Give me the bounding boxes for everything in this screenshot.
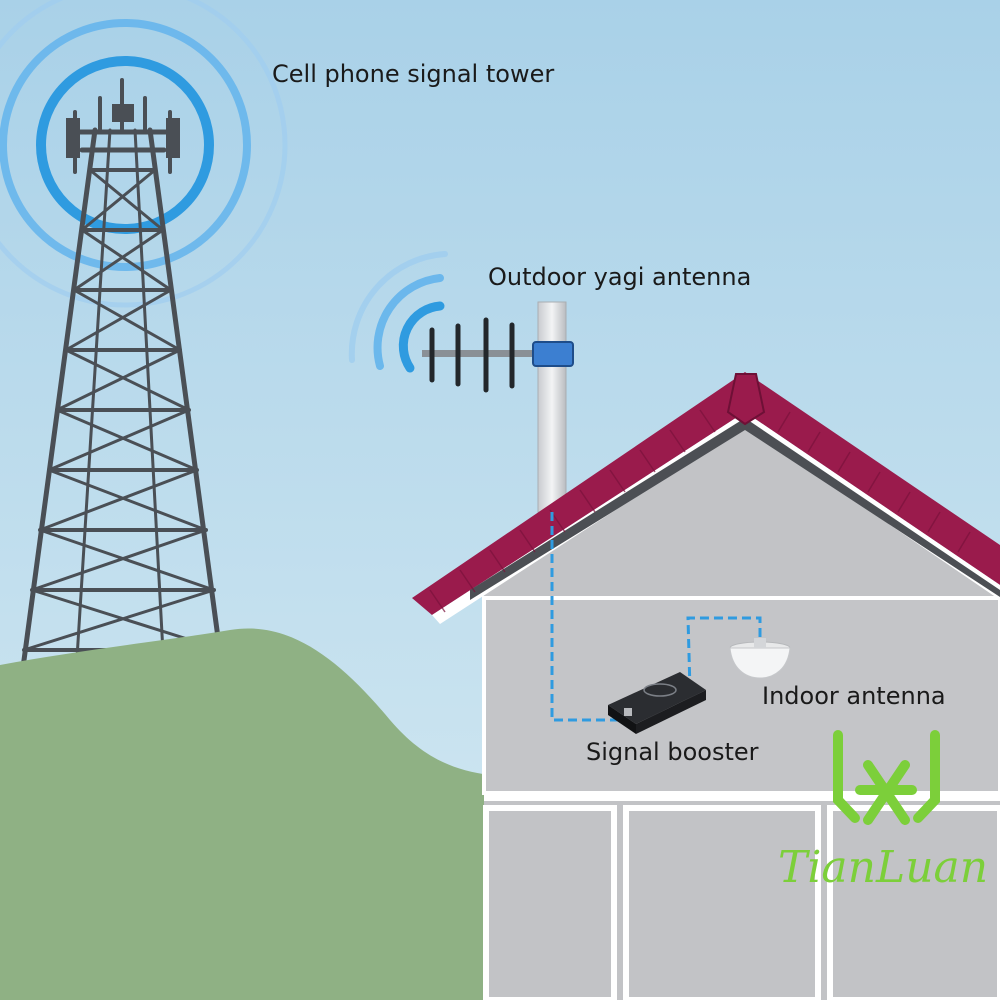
tower-icon <box>17 78 228 693</box>
house-roof <box>412 372 1000 624</box>
indoor-antenna-icon <box>729 638 791 679</box>
brand-logo-icon <box>833 730 940 825</box>
tower-label: Cell phone signal tower <box>272 60 555 88</box>
green-hill <box>0 628 490 1000</box>
yagi-signal-wave-icon <box>348 251 448 373</box>
coax-cable <box>550 512 762 722</box>
brand-name: TianLuan <box>778 842 989 893</box>
house <box>482 415 1000 1000</box>
signal-booster-label: Signal booster <box>586 738 759 766</box>
yagi-antenna-label: Outdoor yagi antenna <box>488 263 752 291</box>
yagi-antenna-icon <box>422 317 574 393</box>
signal-booster-icon <box>608 672 706 734</box>
antenna-pole <box>537 301 567 513</box>
indoor-antenna-label: Indoor antenna <box>762 682 946 710</box>
